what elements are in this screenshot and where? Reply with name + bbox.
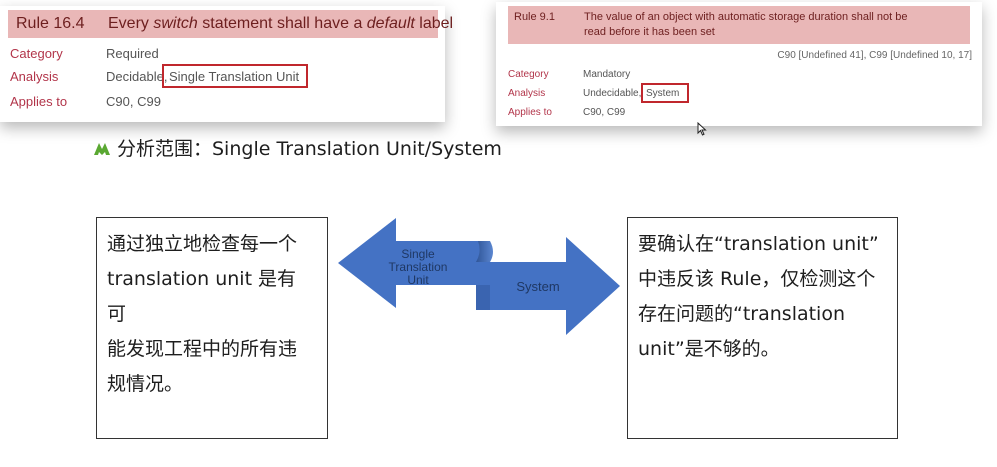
- rule-title-keyword: default: [366, 15, 415, 32]
- rule-title-line-1: The value of an object with automatic st…: [584, 11, 908, 23]
- amplification-text: C90 [Undefined 41], C99 [Undefined 10, 1…: [777, 50, 972, 61]
- analysis-value: Decidable,: [106, 69, 168, 84]
- rule-id: Rule 16.4: [16, 15, 85, 32]
- applies-to-value: C90, C99: [106, 94, 161, 109]
- rule-title-part: label: [414, 15, 454, 32]
- analysis-highlight-box: Single Translation Unit: [162, 64, 308, 88]
- mouse-cursor-icon: [697, 122, 707, 136]
- text-line: 规情况。: [107, 373, 184, 395]
- logo-icon: [94, 142, 110, 155]
- text-line: unit”是不够的。: [638, 338, 780, 360]
- left-arrow-label-line: Translation: [389, 260, 448, 274]
- right-arrow-shape: [476, 237, 620, 335]
- scope-double-arrow: Single Translation Unit System: [338, 218, 620, 335]
- analysis-highlight-text: System: [646, 88, 680, 99]
- rule-title-keyword: switch: [153, 15, 198, 32]
- subtitle-text: 分析范围：Single Translation Unit/System: [117, 138, 502, 160]
- ribbon-fold: [476, 241, 493, 262]
- analysis-highlight-box: System: [641, 83, 689, 103]
- applies-to-label: Applies to: [10, 94, 68, 109]
- rule-id: Rule 9.1: [514, 11, 555, 23]
- analysis-label: Analysis: [508, 88, 546, 99]
- category-value: Required: [106, 46, 159, 61]
- right-explanation-box: 要确认在“translation unit” 中违反该 Rule，仅检测这个 存…: [627, 217, 898, 439]
- rule-card-16-4: Rule 16.4 Every switch statement shall h…: [0, 6, 453, 122]
- category-label: Category: [10, 46, 63, 61]
- analysis-label: Analysis: [10, 69, 59, 84]
- applies-to-value: C90, C99: [583, 107, 626, 118]
- text-line: 能发现工程中的所有违: [107, 338, 298, 360]
- left-arrow-shape: [338, 218, 488, 308]
- rule-title-line-2: read before it has been set: [584, 26, 715, 38]
- analysis-value: Undecidable,: [583, 88, 642, 99]
- left-explanation-box: 通过独立地检查每一个 translation unit 是有可 能发现工程中的所…: [96, 217, 328, 439]
- text-line: 通过独立地检查每一个: [107, 233, 298, 255]
- applies-to-label: Applies to: [508, 107, 552, 118]
- rule-card-9-1: Rule 9.1 The value of an object with aut…: [496, 2, 982, 126]
- section-subtitle: 分析范围：Single Translation Unit/System: [93, 134, 502, 161]
- text-line: 中违反该 Rule，仅检测这个: [638, 268, 876, 290]
- right-arrow-label: System: [516, 279, 559, 294]
- text-line: translation unit 是有可: [107, 268, 297, 325]
- category-label: Category: [508, 69, 549, 80]
- category-value: Mandatory: [583, 69, 631, 80]
- left-arrow-label-line: Unit: [407, 273, 429, 287]
- rule-title-part: Every: [108, 15, 154, 32]
- rule-header: Rule 16.4 Every switch statement shall h…: [8, 10, 453, 38]
- left-arrow-label-line: Single: [401, 247, 435, 261]
- text-line: 存在问题的“translation: [638, 303, 846, 325]
- text-line: 要确认在“translation unit”: [638, 233, 879, 255]
- rule-title: Every switch statement shall have a defa…: [108, 15, 453, 33]
- analysis-highlight-text: Single Translation Unit: [169, 69, 300, 84]
- rule-header: Rule 9.1 The value of an object with aut…: [508, 6, 970, 44]
- rule-title-part: statement shall have a: [197, 15, 367, 32]
